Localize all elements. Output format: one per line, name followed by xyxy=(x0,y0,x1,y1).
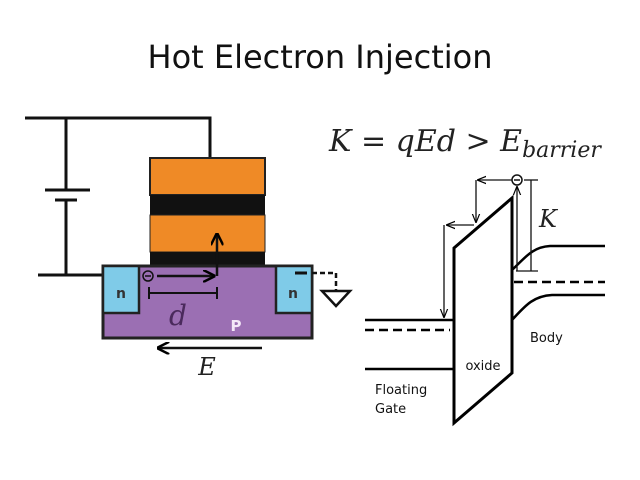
formula-equals: = xyxy=(351,124,396,159)
ground-icon xyxy=(312,271,353,308)
energy-label: K xyxy=(538,205,559,233)
drain-n-region xyxy=(274,264,314,315)
floating-gate-label-line1: Floating xyxy=(375,383,427,398)
electric-field-label: E xyxy=(197,353,216,381)
formula-greater-than: > xyxy=(455,124,501,159)
formula-rhs-subscript: barrier xyxy=(522,138,601,163)
electron-icon xyxy=(142,270,154,282)
top-wire xyxy=(25,116,212,158)
substrate-label: P xyxy=(231,317,242,335)
control-gate xyxy=(149,157,266,196)
floating-gate xyxy=(149,214,266,253)
body-conduction-band xyxy=(511,244,605,271)
inter-gate-oxide xyxy=(150,195,265,215)
circuit-wires xyxy=(25,116,212,277)
formula-lhs: K xyxy=(329,124,352,159)
tunnel-oxide xyxy=(150,252,265,266)
distance-label: d xyxy=(169,299,187,332)
body-valence-band xyxy=(511,293,605,321)
band-diagram: oxide Floating Gate Body K xyxy=(365,174,605,427)
band-electron-icon xyxy=(511,174,523,186)
body-bands xyxy=(511,244,605,321)
formula-mid: qEd xyxy=(395,124,456,159)
source-n-region xyxy=(101,264,141,315)
transistor-diagram: n n P d E xyxy=(25,116,353,381)
body-label: Body xyxy=(530,331,563,346)
oxide-label: oxide xyxy=(465,359,500,374)
formula-rhs: E xyxy=(500,124,523,159)
injection-condition-formula: K = qEd > Ebarrier xyxy=(329,124,601,163)
distance-bracket xyxy=(148,287,218,299)
battery-icon xyxy=(45,188,90,202)
floating-gate-bands xyxy=(365,318,454,371)
oxide-barrier xyxy=(452,194,514,427)
source-label: n xyxy=(116,286,126,302)
floating-gate-label-line2: Gate xyxy=(375,402,406,417)
slide-title: Hot Electron Injection xyxy=(147,38,493,76)
drain-label: n xyxy=(288,286,298,302)
energy-bracket xyxy=(516,179,538,272)
gate-stack xyxy=(149,157,266,266)
